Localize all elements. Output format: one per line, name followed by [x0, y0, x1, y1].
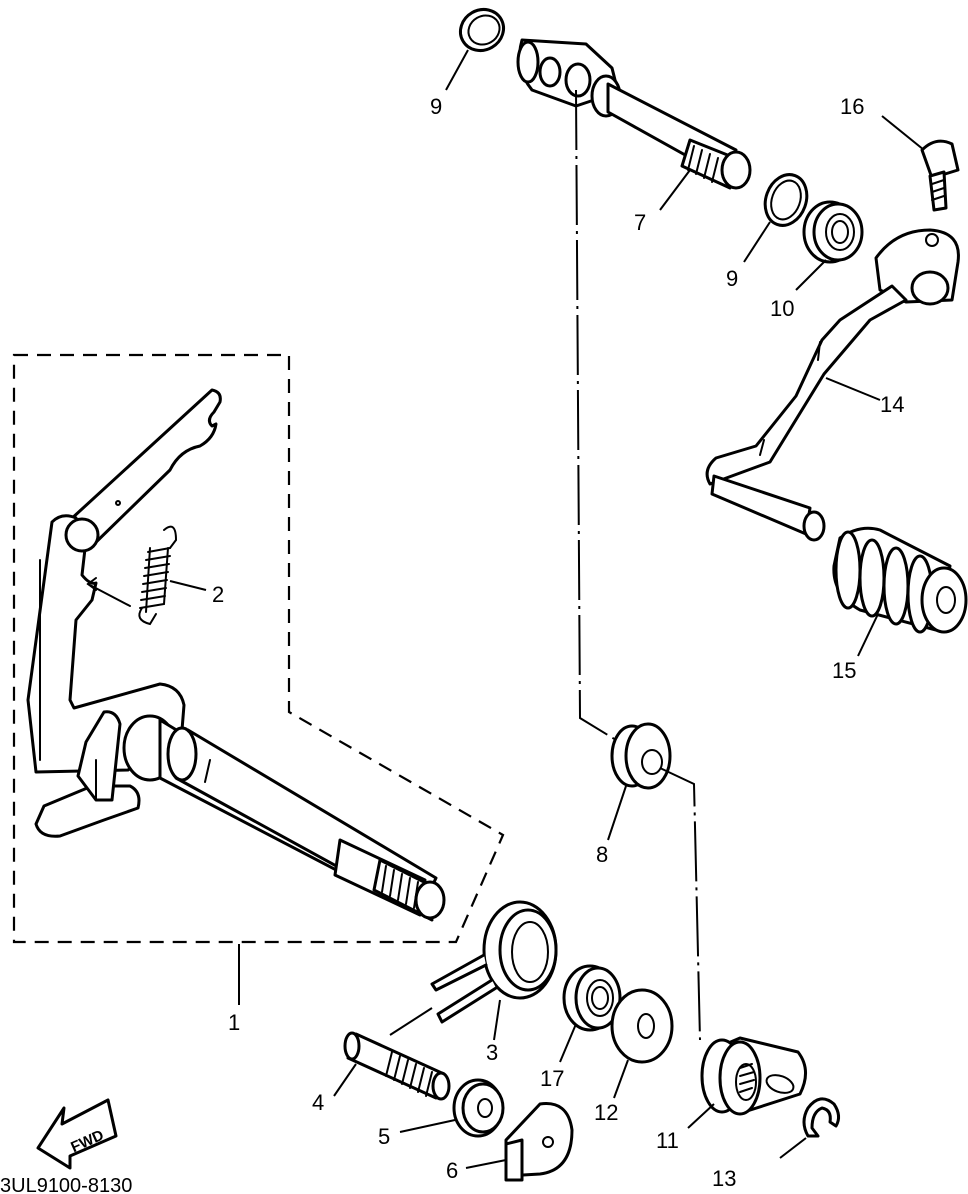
- callout-9-middle: 9: [726, 266, 738, 291]
- forward-direction-arrow: FWD: [36, 1098, 118, 1170]
- callout-14: 14: [880, 392, 904, 417]
- oil-seal-top: [445, 7, 506, 91]
- callout-10: 10: [770, 296, 794, 321]
- callout-15: 15: [832, 658, 856, 683]
- callout-17: 17: [540, 1066, 564, 1091]
- pedal-rubber: [832, 526, 968, 657]
- washer: [399, 1078, 505, 1138]
- callout-4: 4: [312, 1090, 324, 1115]
- circlip: [779, 1097, 841, 1159]
- stopper-plate: [465, 1102, 574, 1182]
- shift-shaft-upper: [516, 38, 752, 211]
- oil-seal-lower: [559, 964, 622, 1063]
- callout-11: 11: [656, 1128, 679, 1153]
- callout-12: 12: [594, 1100, 618, 1125]
- torsion-spring: [430, 900, 558, 1041]
- callout-labels: 1 2 3 4 5 6 7 8 9 9 10 11 12 13 14 15 16…: [212, 94, 904, 1191]
- callout-2: 2: [212, 582, 224, 607]
- shift-pedal: [705, 228, 960, 542]
- oil-seal-middle: [743, 173, 809, 263]
- shift-shaft-with-lever: [26, 388, 446, 922]
- shift-shaft-assembly-outline: [12, 353, 505, 1005]
- alignment-centerlines: [575, 89, 701, 1041]
- return-spring: [86, 525, 207, 626]
- callout-16: 16: [840, 94, 864, 119]
- shift-arm: [687, 1036, 807, 1129]
- callout-6: 6: [446, 1158, 458, 1183]
- callout-9-top: 9: [430, 94, 442, 119]
- bolt: [881, 115, 960, 212]
- callout-5: 5: [378, 1124, 390, 1149]
- drawing-code: 3UL9100-8130: [0, 1175, 132, 1194]
- flat-washer: [610, 988, 674, 1099]
- callout-8: 8: [596, 842, 608, 867]
- bearing: [795, 200, 864, 291]
- callout-1: 1: [228, 1010, 240, 1035]
- callout-13: 13: [712, 1166, 736, 1191]
- stopper-bolt: [333, 1007, 451, 1101]
- callout-7: 7: [634, 210, 646, 235]
- collar: [607, 722, 672, 841]
- callout-3: 3: [486, 1040, 498, 1065]
